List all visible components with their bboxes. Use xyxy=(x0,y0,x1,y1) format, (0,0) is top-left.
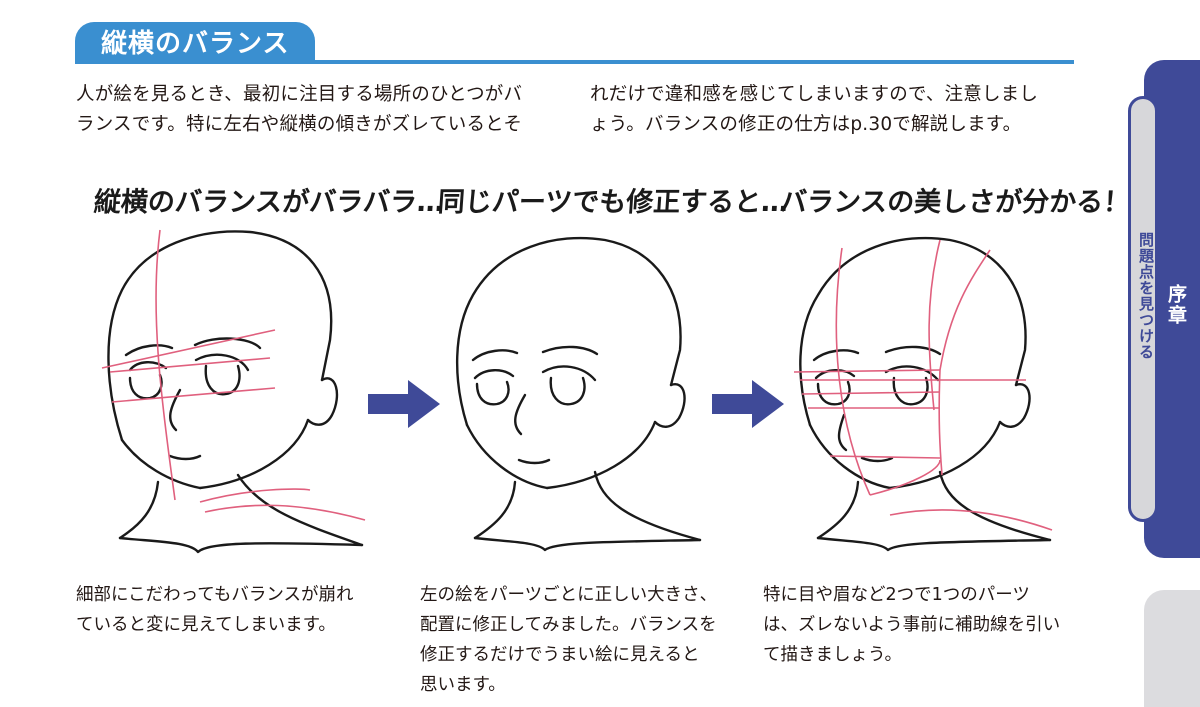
arrow-right-icon xyxy=(368,380,440,428)
head-illustration-corrected xyxy=(456,236,702,552)
section-rule xyxy=(75,60,1074,64)
arrow-right-icon xyxy=(712,380,784,428)
intro-text-left: 人が絵を見るとき、最初に注目する場所のひとつがバ ランスです。特に左右や縦横の傾… xyxy=(76,84,523,135)
side-pill-label: 問題点を見つける xyxy=(1137,232,1155,360)
head-illustration-unbalanced xyxy=(101,229,366,554)
next-chapter-tab xyxy=(1144,590,1200,707)
section-title: 縦横のバランス xyxy=(75,22,315,60)
panel-caption-beautiful: バランスの美しさが分かる！ xyxy=(778,187,1132,218)
chapter-label: 序章 xyxy=(1165,284,1187,326)
section-header: 縦横のバランス xyxy=(75,22,1074,64)
section-side-pill xyxy=(1128,96,1158,522)
head-illustration-guides xyxy=(793,236,1053,552)
panel-text-unbalanced: 細部にこだわってもバランスが崩れ ていると変に見えてしまいます。 xyxy=(76,585,354,635)
panel-text-guides: 特に目や眉など2つで1つのパーツ は、ズレないよう事前に補助線を引い て描きまし… xyxy=(763,585,1061,665)
panel-caption-unbalanced: 縦横のバランスがバラバラ… xyxy=(92,187,446,218)
panel-text-corrected: 左の絵をパーツごとに正しい大きさ、 配置に修正してみました。バランスを 修正する… xyxy=(420,585,718,695)
intro-text-right: れだけで違和感を感じてしまいますので、注意しまし ょう。バランスの修正の仕方はp… xyxy=(590,84,1039,135)
panel-caption-corrected: 同じパーツでも修正すると… xyxy=(436,187,790,218)
